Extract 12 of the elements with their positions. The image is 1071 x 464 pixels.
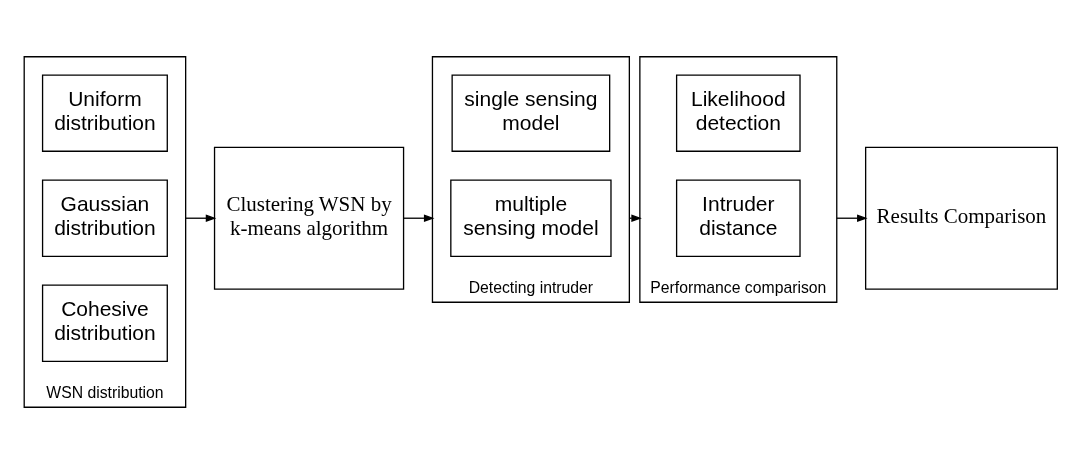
node-box: single sensing model xyxy=(451,74,611,152)
node-box: Uniform distribution xyxy=(41,74,168,152)
arrow xyxy=(185,214,217,222)
node-box: Gaussian distribution xyxy=(41,179,168,257)
arrow xyxy=(836,214,868,222)
node-box: Results Comparison xyxy=(865,146,1058,290)
node-box: Clustering WSN by k-means algorithm xyxy=(213,146,405,290)
node-box: multiple sensing model xyxy=(450,179,612,257)
node-box: Likelihood detection xyxy=(675,74,801,152)
arrow xyxy=(403,214,435,222)
node-box: Cohesive distribution xyxy=(41,284,168,362)
node-box: Intruder distance xyxy=(675,179,801,257)
